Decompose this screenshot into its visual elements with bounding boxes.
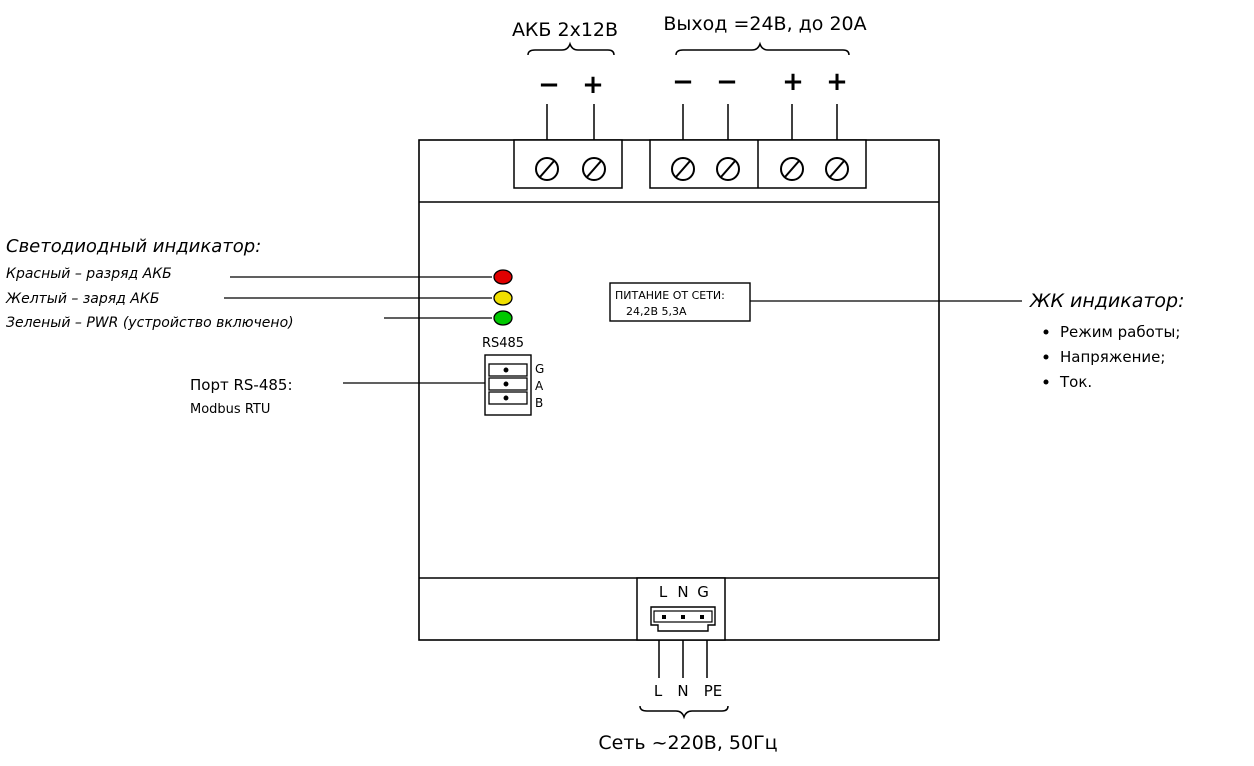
wire-label-n: N (677, 682, 688, 700)
led-yellow-label: Желтый – заряд АКБ (5, 291, 159, 307)
led-indicator-title: Светодиодный индикатор: (6, 236, 261, 257)
output-minus-sign-2: − (716, 67, 738, 97)
battery-brace (527, 41, 615, 56)
terminal-screws (535, 157, 849, 181)
red-led-icon (493, 269, 513, 285)
yellow-led-icon (493, 290, 513, 306)
led-red-label: Красный – разряд АКБ (6, 266, 172, 282)
bullet-icon (1043, 354, 1049, 360)
mains-pin-l: L (659, 583, 668, 601)
led-leader-lines (224, 276, 492, 319)
lcd-line-1: ПИТАНИЕ ОТ СЕТИ: (615, 289, 725, 302)
battery-minus-sign: − (538, 70, 560, 100)
rs485-pin-slots (488, 363, 528, 405)
output-plus-sign-2: + (826, 67, 848, 97)
lcd-item-mode: Режим работы; (1060, 323, 1180, 341)
terminal-wires (546, 104, 838, 140)
lcd-item-voltage: Напряжение; (1060, 348, 1165, 366)
mains-label: Сеть ~220В, 50Гц (598, 732, 777, 754)
mains-brace (639, 705, 729, 720)
output-brace (675, 41, 850, 56)
rs485-connector-label: RS485 (482, 336, 524, 351)
led-green-label: Зеленый – PWR (устройство включено) (6, 315, 294, 331)
lcd-line-2: 24,2В 5,3А (626, 305, 687, 318)
lcd-item-current: Ток. (1059, 373, 1092, 391)
rs485-port-title: Порт RS-485: (190, 376, 293, 394)
output-plus-sign-1: + (782, 67, 804, 97)
output-minus-sign-1: − (672, 67, 694, 97)
bullet-icon (1043, 329, 1049, 335)
bullet-icon (1043, 379, 1049, 385)
output-label: Выход =24В, до 20А (663, 13, 866, 35)
wire-label-pe: PE (704, 682, 723, 700)
rs485-pin-a: A (535, 379, 544, 393)
battery-terminal-block (513, 139, 623, 189)
rs485-pin-b: B (535, 396, 543, 410)
battery-label: АКБ 2x12В (512, 19, 618, 41)
wire-label-l: L (654, 682, 663, 700)
mains-plug-pins (662, 615, 704, 619)
mains-pin-n: N (677, 583, 688, 601)
mains-wires (658, 640, 708, 678)
mains-pin-g: G (697, 583, 709, 601)
rs485-protocol: Modbus RTU (190, 402, 270, 417)
green-led-icon (493, 310, 513, 326)
lcd-title: ЖК индикатор: (1029, 290, 1185, 312)
lcd-display (609, 282, 751, 322)
battery-plus-sign: + (582, 70, 604, 100)
rs485-pin-g: G (535, 362, 544, 376)
